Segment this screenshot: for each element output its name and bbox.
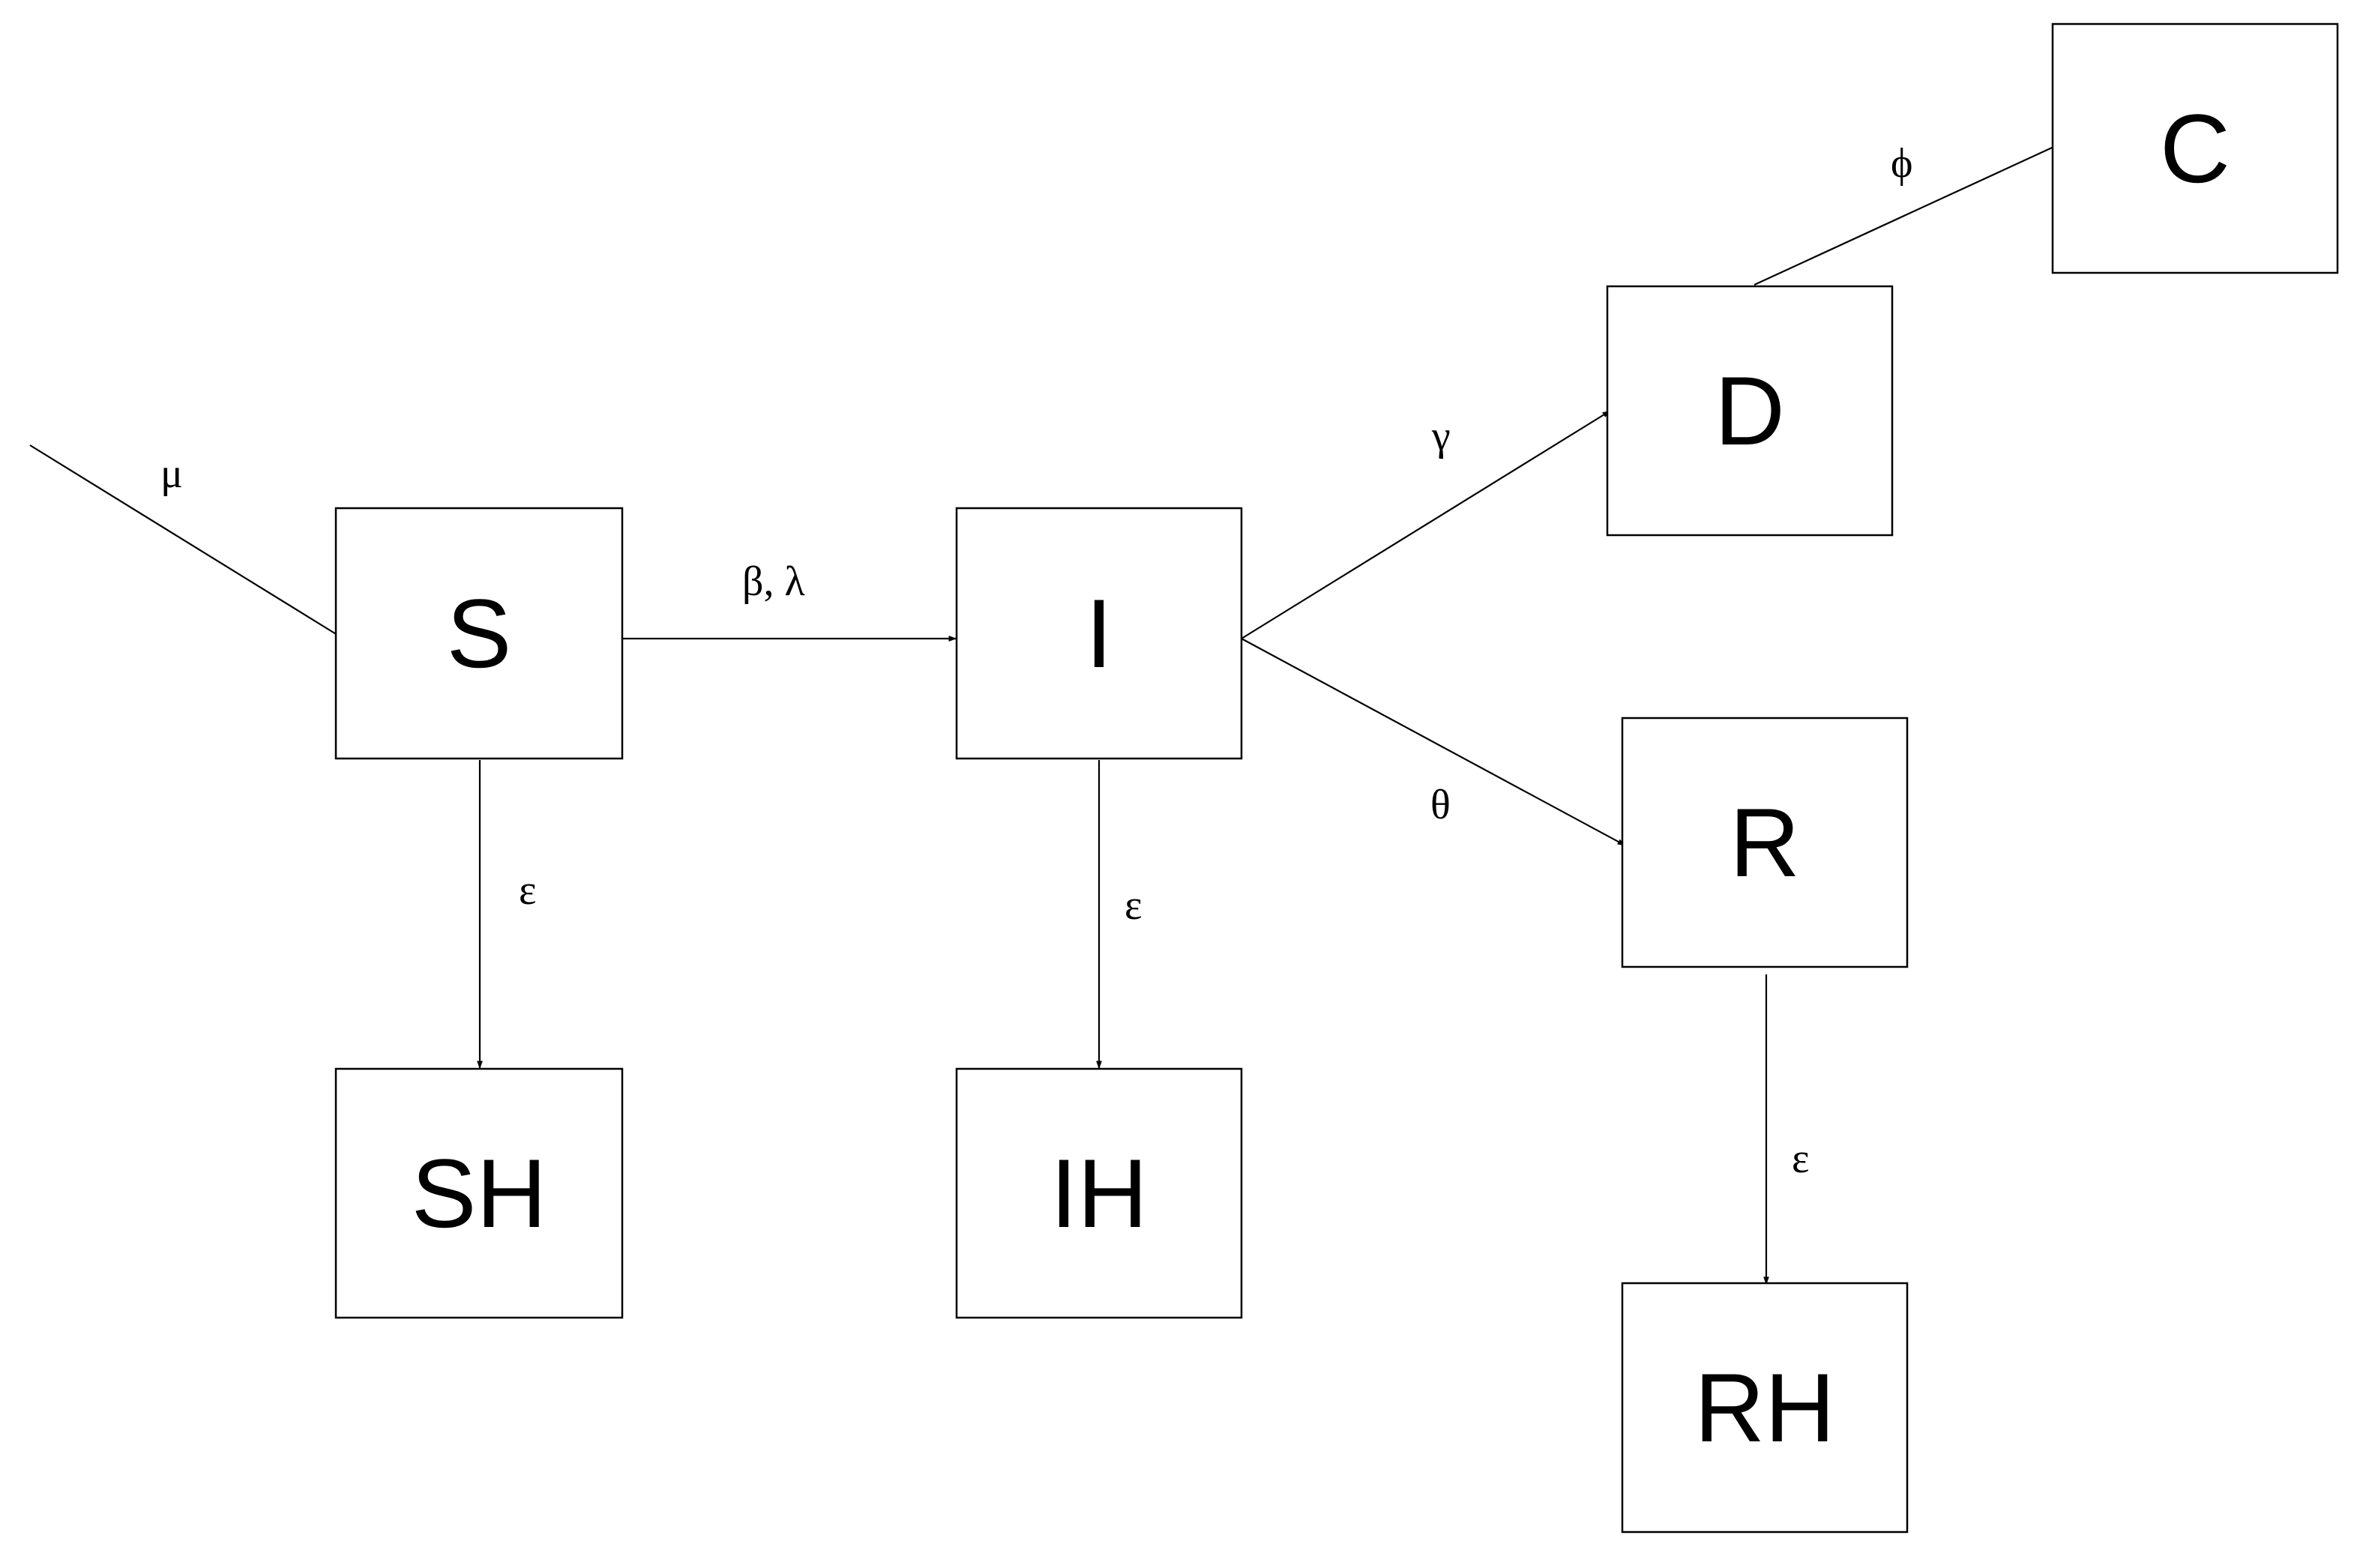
node-sh: SH <box>334 1067 624 1319</box>
node-c: C <box>2051 22 2339 274</box>
node-i-label: I <box>1086 579 1113 688</box>
node-sh-label: SH <box>412 1139 547 1248</box>
node-ih-label: IH <box>1050 1139 1148 1248</box>
node-d: D <box>1606 285 1894 537</box>
node-rh-label: RH <box>1694 1353 1835 1462</box>
edge-label-beta-lambda: β, λ <box>742 558 805 605</box>
edge-i-to-r: θ <box>1241 638 1626 846</box>
node-c-label: C <box>2160 94 2230 203</box>
edge-label-theta: θ <box>1430 782 1451 828</box>
edge-label-epsilon-s: ε <box>519 867 537 914</box>
edge-d-to-c: ϕ <box>1754 140 2061 286</box>
node-s: S <box>334 507 624 760</box>
edge-inflow-line <box>29 444 344 639</box>
node-rh: RH <box>1621 1282 1909 1534</box>
edge-label-gamma: γ <box>1431 413 1451 459</box>
edge-d-to-c-line <box>1754 143 2061 286</box>
node-i: I <box>955 507 1243 760</box>
edge-s-to-i: β, λ <box>622 558 957 642</box>
node-r-label: R <box>1730 788 1800 897</box>
edge-i-to-d-line <box>1241 410 1611 639</box>
node-s-label: S <box>447 579 512 688</box>
node-r: R <box>1621 717 1909 968</box>
edge-r-to-rh: ε <box>1763 974 1810 1285</box>
edge-i-to-r-line <box>1241 638 1626 846</box>
edge-inflow-to-s: μ <box>29 444 344 639</box>
edge-label-epsilon-i: ε <box>1125 882 1143 929</box>
edge-i-to-d: γ <box>1241 410 1611 639</box>
edge-s-to-sh: ε <box>477 760 537 1070</box>
edge-label-epsilon-r: ε <box>1792 1136 1810 1182</box>
node-d-label: D <box>1715 356 1785 465</box>
edge-label-mu: μ <box>160 450 183 497</box>
edge-label-phi: ϕ <box>1891 140 1912 187</box>
node-ih: IH <box>955 1067 1243 1319</box>
edge-i-to-ih: ε <box>1096 760 1143 1070</box>
